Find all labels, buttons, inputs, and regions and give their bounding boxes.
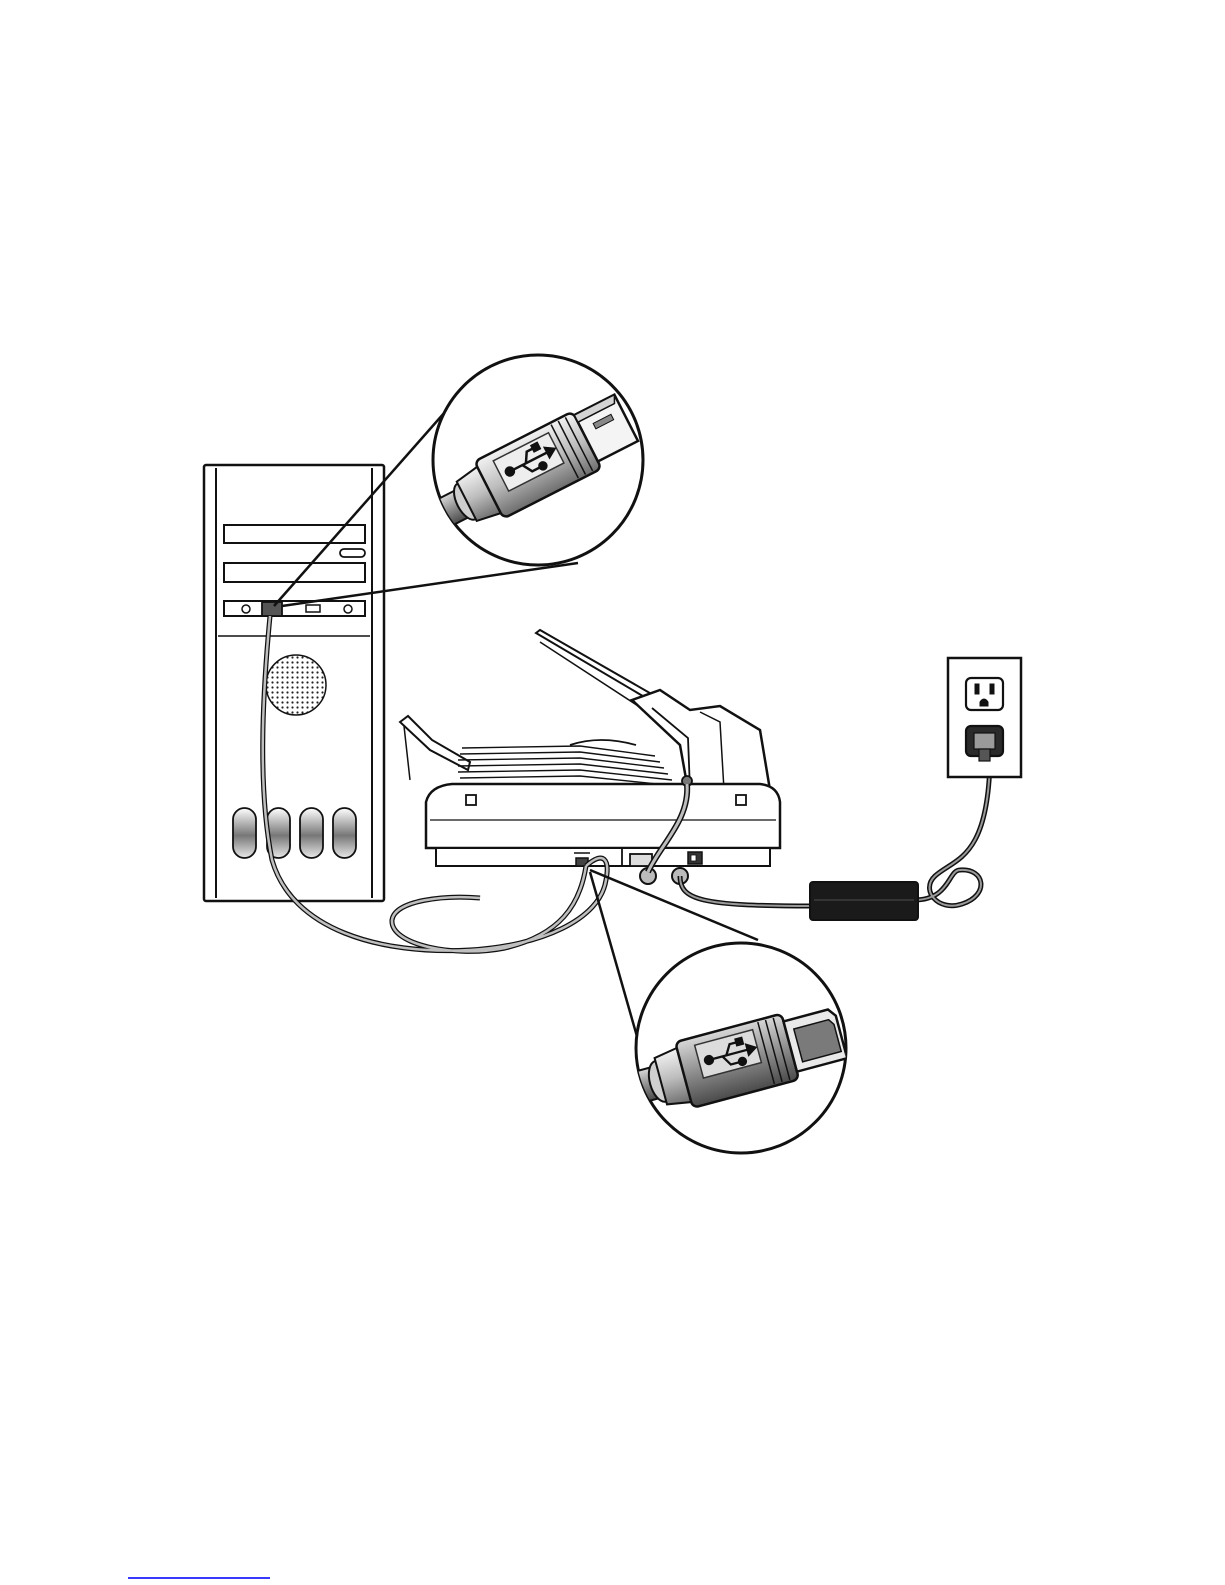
footnote-separator <box>128 1577 270 1579</box>
power-outlet-icon <box>948 658 1021 777</box>
ac-power-cable <box>914 760 990 906</box>
power-adapter-icon <box>810 882 918 920</box>
computer-tower-icon <box>204 465 384 901</box>
scanner-with-adf-icon <box>400 630 780 884</box>
dc-power-cable <box>680 876 812 906</box>
usb-b-magnifier <box>577 870 850 1153</box>
